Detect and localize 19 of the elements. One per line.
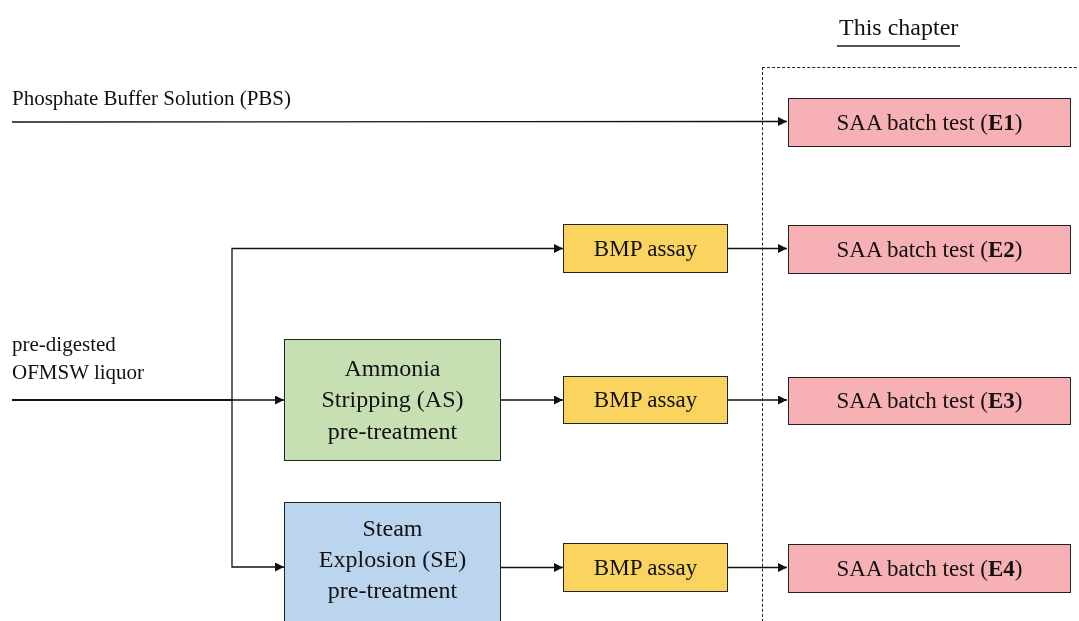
process-box: SAA batch test (E1) (788, 98, 1071, 147)
arrow (727, 563, 788, 572)
arrow (500, 563, 564, 572)
process-box: BMP assay (563, 543, 728, 592)
process-box: SAA batch test (E4) (788, 544, 1071, 593)
arrow (500, 395, 564, 405)
arrow (11, 399, 285, 572)
arrow (727, 244, 788, 253)
process-box: Steam Explosion (SE) pre-treatment (284, 502, 501, 621)
process-box: SAA batch test (E3) (788, 377, 1071, 425)
process-box: Ammonia Stripping (AS) pre-treatment (284, 339, 501, 461)
process-box: BMP assay (563, 376, 728, 424)
input-label: pre-digested OFMSW liquor (12, 330, 182, 400)
region-heading: This chapter (837, 14, 961, 47)
process-box: BMP assay (563, 224, 728, 273)
process-box: SAA batch test (E2) (788, 225, 1071, 274)
arrow (11, 117, 788, 126)
input-label: Phosphate Buffer Solution (PBS) (12, 84, 432, 122)
arrow (727, 395, 788, 405)
